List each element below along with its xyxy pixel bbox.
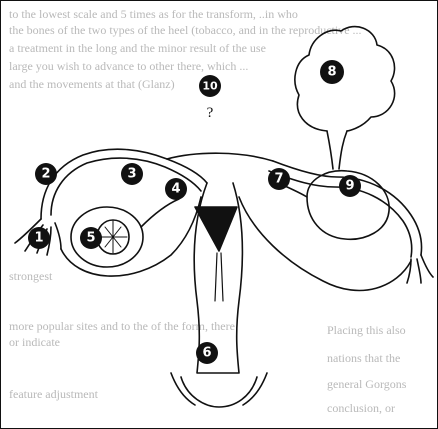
label-4: 4	[165, 178, 187, 200]
label-1-text: 1	[34, 231, 43, 246]
question-mark: ?	[207, 105, 214, 121]
label-5: 5	[80, 227, 102, 249]
label-9-text: 9	[345, 179, 354, 194]
uterus-fundus	[167, 153, 273, 161]
right-broad-ligament	[239, 197, 411, 290]
label-2-text: 2	[41, 167, 50, 182]
label-10-text: 10	[202, 80, 218, 93]
right-fallopian-tube	[273, 161, 422, 255]
label-4-text: 4	[171, 182, 180, 197]
label-8-text: 8	[327, 65, 336, 80]
label-5-text: 5	[86, 231, 95, 246]
cervical-canal	[215, 253, 223, 301]
label-6-text: 6	[202, 346, 211, 361]
label-3: 3	[121, 163, 143, 185]
label-7-text: 7	[274, 172, 283, 187]
label-8: 8	[320, 60, 344, 84]
right-fimbriae	[407, 255, 433, 283]
ovum-cloud	[295, 27, 395, 131]
uterine-cavity	[195, 207, 237, 251]
label-2: 2	[35, 163, 57, 185]
left-ovarian-ligament	[141, 199, 179, 227]
label-9: 9	[339, 175, 361, 197]
ovum-plume	[327, 131, 347, 169]
label-7: 7	[268, 168, 290, 190]
label-10: 10 ?	[199, 75, 221, 121]
label-1: 1	[28, 227, 50, 249]
follicle-detail	[99, 221, 127, 253]
label-6: 6	[196, 342, 218, 364]
vaginal-fornix	[171, 373, 267, 405]
label-3-text: 3	[127, 167, 136, 182]
